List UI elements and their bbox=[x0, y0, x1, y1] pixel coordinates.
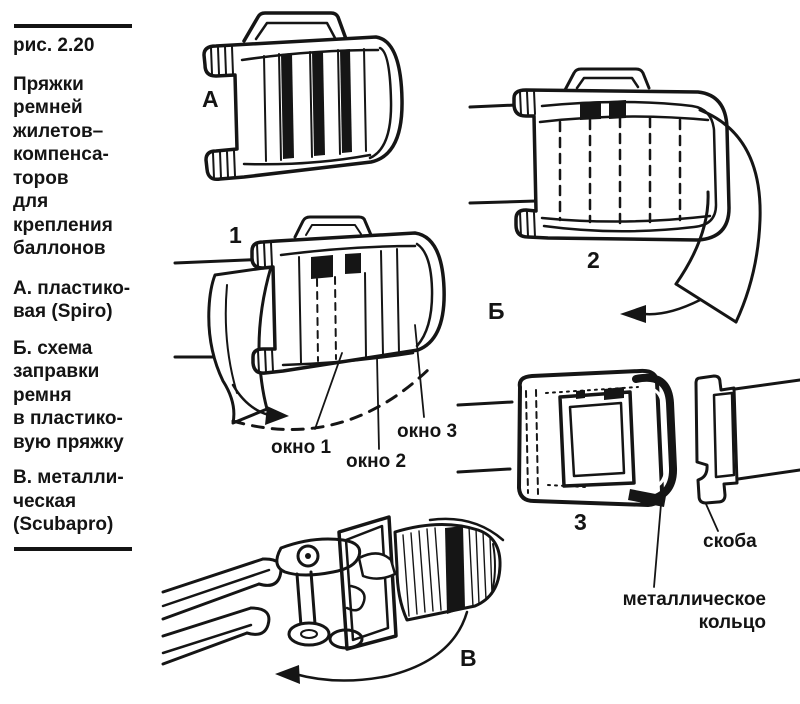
strap-stitch-dashes bbox=[316, 276, 337, 362]
label-window3: окно 3 bbox=[397, 421, 458, 442]
top-rule bbox=[14, 24, 132, 28]
caption-item-b: Б. схема заправки ремня в пластико- вую … bbox=[13, 337, 124, 453]
label-v: В bbox=[460, 645, 477, 671]
buckle-handle bbox=[242, 11, 348, 43]
plastic-buckle-drawing-a bbox=[202, 11, 404, 182]
strap-line bbox=[456, 400, 514, 407]
label-b: Б bbox=[488, 298, 505, 324]
ribbed-cap-lines bbox=[256, 242, 274, 373]
metal-ring bbox=[628, 373, 677, 507]
ribbed-cap-lines bbox=[519, 90, 536, 238]
figure-number: рис. 2.20 bbox=[13, 35, 95, 56]
label-metal-ring: металлическое кольцо bbox=[622, 589, 766, 633]
leader-lines bbox=[653, 503, 719, 588]
figure-caption: Пряжки ремней жилетов– компенса- торов д… bbox=[13, 73, 113, 260]
direction-arrow bbox=[642, 298, 702, 316]
strap-line bbox=[736, 468, 800, 481]
strap-line bbox=[161, 623, 253, 655]
label-window1: окно 1 bbox=[271, 437, 332, 458]
strap-stitch-dashes bbox=[558, 116, 682, 225]
strap-line bbox=[733, 378, 800, 391]
caption-item-a: А. пластико- вая (Spiro) bbox=[13, 277, 131, 323]
bottom-rule bbox=[14, 546, 132, 551]
leader-lines bbox=[314, 324, 425, 450]
buckle-slots bbox=[263, 48, 367, 162]
direction-arrow bbox=[293, 610, 469, 682]
threading-step-3-drawing bbox=[456, 368, 800, 588]
strap-flap bbox=[207, 265, 273, 425]
caption-item-v: В. металли- ческая (Scubapro) bbox=[13, 467, 124, 535]
bracket-skoba bbox=[694, 374, 739, 505]
strap-curl bbox=[674, 108, 762, 324]
arrowhead-left bbox=[275, 665, 300, 684]
strap-line bbox=[456, 467, 512, 474]
wire-loop bbox=[337, 515, 398, 651]
threading-step-1-drawing bbox=[173, 215, 446, 450]
buckle-body bbox=[512, 88, 731, 242]
label-window2: окно 2 bbox=[346, 451, 407, 472]
arrowhead-left bbox=[620, 305, 646, 323]
buckle-handle bbox=[293, 215, 373, 239]
threading-step-2-drawing bbox=[468, 67, 762, 324]
fork-arms bbox=[161, 557, 283, 666]
strap-line bbox=[161, 568, 271, 608]
strap-line bbox=[468, 199, 538, 205]
caption-sidebar: рис. 2.20 Пряжки ремней жилетов– компенс… bbox=[13, 14, 165, 551]
direction-arrow bbox=[231, 383, 271, 417]
strap-line bbox=[428, 517, 505, 542]
label-step1: 1 bbox=[229, 222, 242, 248]
label-step2: 2 bbox=[587, 247, 600, 273]
metal-buckle-drawing-v bbox=[161, 515, 505, 684]
ribbed-cap-lines bbox=[210, 46, 236, 179]
cam-tongue bbox=[357, 552, 397, 580]
buckle-body bbox=[202, 35, 404, 182]
strap-over-bar bbox=[393, 523, 502, 622]
label-step3: 3 bbox=[574, 509, 587, 535]
label-bracket: скоба bbox=[703, 531, 757, 552]
arrowhead-right bbox=[265, 406, 289, 425]
buckle-handle bbox=[563, 67, 651, 92]
label-a: А bbox=[202, 86, 219, 112]
threading-path-dashed bbox=[231, 363, 435, 431]
lower-lobe bbox=[287, 621, 331, 647]
